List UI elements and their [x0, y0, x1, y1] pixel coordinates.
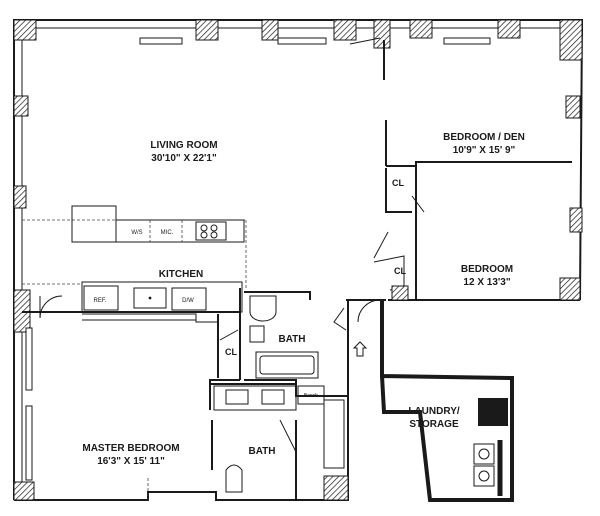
column-top-5 — [409, 19, 433, 39]
bedroom-dims: 12 X 13'3" — [463, 277, 510, 288]
column-top-6 — [497, 19, 521, 39]
bath-lower-name: BATH — [248, 446, 275, 457]
kitchen-name: KITCHEN — [159, 269, 203, 280]
column-top-2 — [261, 19, 279, 41]
doors — [211, 37, 381, 468]
bath-upper-name: BATH — [278, 334, 305, 345]
windows — [25, 37, 491, 481]
master-bedroom-dims: 16'3" X 15' 11" — [97, 456, 165, 467]
dishwasher — [171, 287, 207, 311]
closet-label-3: CL — [225, 347, 237, 357]
bath-fixtures — [213, 295, 368, 493]
laundry-area — [380, 300, 514, 502]
entry-door — [357, 299, 381, 323]
window-4 — [25, 327, 33, 391]
fixture-ws: W/S — [131, 230, 142, 236]
kitchen-door-swing — [39, 295, 63, 319]
bathtub — [255, 351, 319, 379]
columns — [13, 19, 583, 501]
column-top-left — [13, 19, 37, 41]
toilet-upper — [249, 295, 277, 322]
living-room-name: LIVING ROOM — [150, 140, 217, 151]
column-bottom-left — [13, 481, 35, 501]
bedroom-den-name: BEDROOM / DEN — [443, 132, 525, 143]
fixture-mic: MIC. — [161, 230, 174, 236]
kitchen-fixtures — [39, 205, 245, 340]
kitchen-counter — [81, 281, 243, 313]
window-2 — [277, 37, 327, 45]
door-swing-bath — [333, 307, 347, 331]
fixture-dw: D/W — [182, 298, 194, 304]
master-bedroom-name: MASTER BEDROOM — [82, 443, 179, 454]
closet-label-2: CL — [394, 266, 406, 276]
window-5 — [25, 405, 33, 481]
window-1 — [139, 37, 183, 45]
bedroom-den-dims: 10'9" X 15' 9" — [453, 145, 516, 156]
island-counter — [115, 219, 245, 243]
column-bottom-right — [323, 475, 349, 501]
column-right-2 — [569, 207, 583, 233]
fixture-bench: Bench — [304, 393, 318, 399]
column-top-1 — [195, 19, 219, 41]
closet-label-1: CL — [392, 178, 404, 188]
living-room-dims: 30'10" X 22'1" — [151, 153, 217, 164]
dryer — [473, 465, 495, 487]
laundry-name-line2: STORAGE — [409, 419, 459, 430]
sink-upper — [249, 325, 265, 343]
window-3 — [443, 37, 491, 45]
refrigerator — [83, 285, 119, 311]
bench — [297, 385, 325, 405]
column-left-2 — [13, 185, 27, 209]
column-right-3 — [559, 277, 581, 301]
labels: LIVING ROOM 30'10" X 22'1" BEDROOM / DEN… — [82, 132, 524, 467]
exterior-walls — [13, 19, 583, 501]
laundry-machine — [478, 398, 508, 426]
kitchen-sink — [133, 287, 167, 309]
den-door — [349, 37, 381, 45]
column-left-1 — [13, 95, 29, 117]
entry-arrow-icon — [352, 341, 368, 357]
fixture-ref: REF. — [93, 298, 106, 304]
column-top-right — [559, 19, 583, 61]
column-top-3 — [333, 19, 357, 41]
island-left — [71, 205, 117, 243]
washer — [473, 443, 495, 465]
interior-walls — [22, 40, 572, 500]
toilet-lower — [225, 464, 243, 493]
column-top-4 — [373, 19, 391, 49]
laundry-name-line1: LAUNDRY/ — [408, 406, 460, 417]
bedroom-name: BEDROOM — [461, 264, 513, 275]
column-right-1 — [565, 95, 581, 119]
shower — [323, 399, 345, 469]
vanity — [213, 385, 297, 411]
cooktop — [195, 221, 227, 241]
